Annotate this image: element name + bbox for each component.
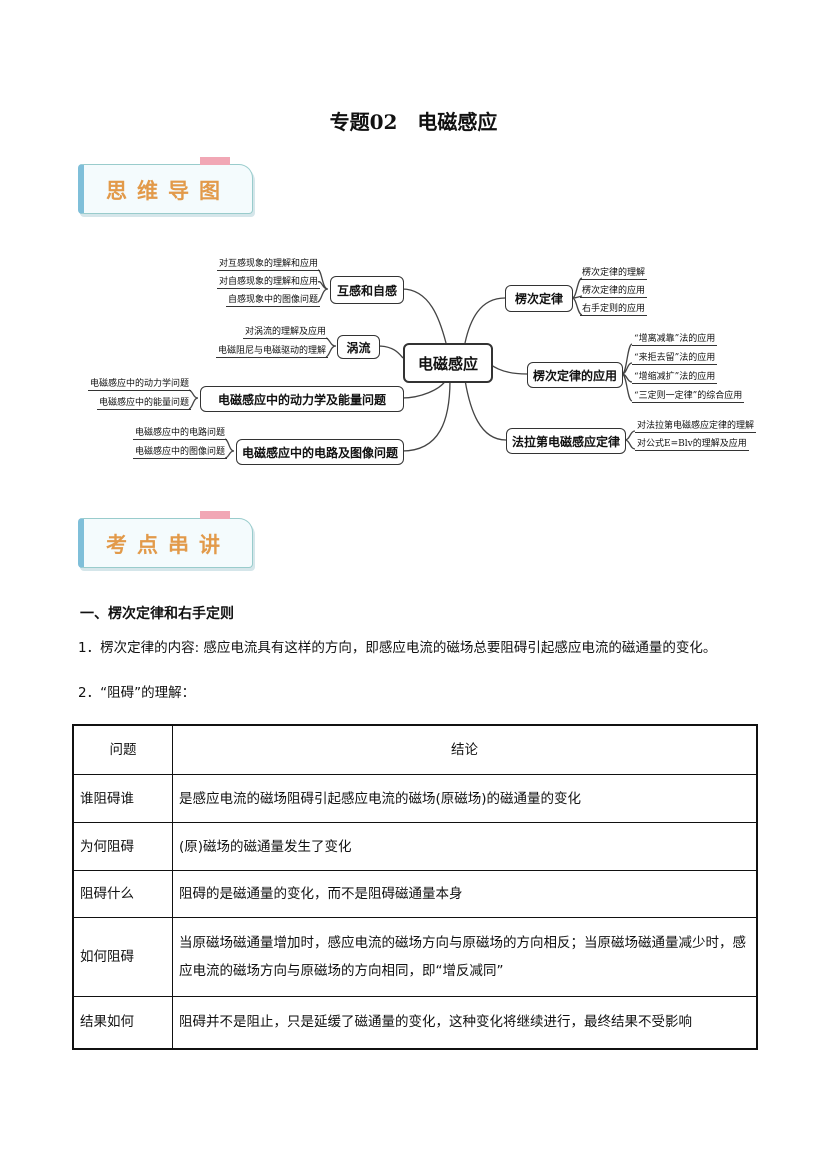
mindmap-leaf: 对公式E=Blv的理解及应用 <box>635 436 749 451</box>
table-row: 如何阻碍当原磁场磁通量增加时，感应电流的磁场方向与原磁场的方向相反；当原磁场磁通… <box>72 917 758 997</box>
key-points-banner-label: 考点串讲 <box>106 532 230 557</box>
table-cell: (原)磁场的磁通量发生了变化 <box>172 822 758 871</box>
mindmap-leaf: 电磁感应中的图像问题 <box>132 444 227 459</box>
mindmap-leaf: “三定则一定律”的综合应用 <box>632 388 745 403</box>
mindmap-branch: 涡流 <box>337 335 380 359</box>
table-cell: 阻碍什么 <box>72 870 173 918</box>
table-cell: 谁阻碍谁 <box>72 774 173 823</box>
table-cell: 如何阻碍 <box>72 917 173 997</box>
table-row: 阻碍什么阻碍的是磁通量的变化，而不是阻碍磁通量本身 <box>72 870 758 918</box>
key-points-banner: 考点串讲 <box>78 511 253 568</box>
mindmap-leaf: 对互感现象的理解和应用 <box>216 256 320 271</box>
table-cell: 当原磁场磁通量增加时，感应电流的磁场方向与原磁场的方向相反；当原磁场磁通量减少时… <box>172 917 758 997</box>
mindmap-leaf: 电磁感应中的能量问题 <box>96 395 191 410</box>
mindmap-branch: 电磁感应中的电路及图像问题 <box>236 439 404 465</box>
mindmap-leaf: 电磁感应中的电路问题 <box>132 425 227 440</box>
table-cell: 是感应电流的磁场阻碍引起感应电流的磁场(原磁场)的磁通量的变化 <box>172 774 758 823</box>
mindmap-leaf: 楞次定律的应用 <box>580 283 648 298</box>
mindmap-branch: 法拉第电磁感应定律 <box>506 428 626 454</box>
table-row: 为何阻碍(原)磁场的磁通量发生了变化 <box>72 822 758 871</box>
mindmap-branch: 互感和自感 <box>330 276 404 304</box>
mindmap-leaf: 楞次定律的理解 <box>580 265 648 280</box>
mindmap-leaf: 自感现象中的图像问题 <box>225 292 320 307</box>
header-cell: 问题 <box>72 724 173 775</box>
table-cell: 阻碍并不是阻止，只是延缓了磁通量的变化，这种变化将继续进行，最终结果不受影响 <box>172 996 758 1049</box>
obstruction-table: 问题 结论 谁阻碍谁是感应电流的磁场阻碍引起感应电流的磁场(原磁场)的磁通量的变… <box>72 724 758 1050</box>
header-cell: 结论 <box>172 724 758 775</box>
mindmap-leaf: “增缩减扩”法的应用 <box>632 369 718 384</box>
table-header-row: 问题 结论 <box>72 724 758 775</box>
mindmap-leaf: 对涡流的理解及应用 <box>242 324 328 339</box>
mindmap-banner: 思维导图 <box>78 157 253 214</box>
mindmap-leaf: “增离减靠”法的应用 <box>632 331 718 346</box>
table-row: 结果如何阻碍并不是阻止，只是延缓了磁通量的变化，这种变化将继续进行，最终结果不受… <box>72 996 758 1049</box>
mindmap-leaf: 对自感现象的理解和应用 <box>216 274 320 289</box>
mindmap-branch: 电磁感应中的动力学及能量问题 <box>200 386 404 412</box>
mindmap-leaf: 对法拉第电磁感应定律的理解 <box>635 418 757 433</box>
page-title: 专题02 电磁感应 <box>329 110 498 134</box>
table-cell: 结果如何 <box>72 996 173 1049</box>
table-cell: 阻碍的是磁通量的变化，而不是阻碍磁通量本身 <box>172 870 758 918</box>
mindmap-center-node: 电磁感应 <box>403 343 493 383</box>
mindmap-leaf: 右手定则的应用 <box>580 301 648 316</box>
mindmap-leaf: 电磁阻尼与电磁驱动的理解 <box>215 343 328 358</box>
table-cell: 为何阻碍 <box>72 822 173 871</box>
mindmap-branch: 楞次定律 <box>505 285 573 312</box>
mindmap-leaf: 电磁感应中的动力学问题 <box>87 376 191 391</box>
paragraph-1: 1．楞次定律的内容: 感应电流具有这样的方向，即感应电流的磁场总要阻碍引起感应电… <box>78 640 717 656</box>
mindmap-branch: 楞次定律的应用 <box>527 362 623 388</box>
mindmap-leaf: “来拒去留”法的应用 <box>632 350 718 365</box>
table-row: 谁阻碍谁是感应电流的磁场阻碍引起感应电流的磁场(原磁场)的磁通量的变化 <box>72 774 758 823</box>
section-heading: 一、楞次定律和右手定则 <box>80 606 234 622</box>
paragraph-2: 2．“阻碍”的理解： <box>78 685 196 701</box>
mindmap-banner-label: 思维导图 <box>106 178 230 203</box>
